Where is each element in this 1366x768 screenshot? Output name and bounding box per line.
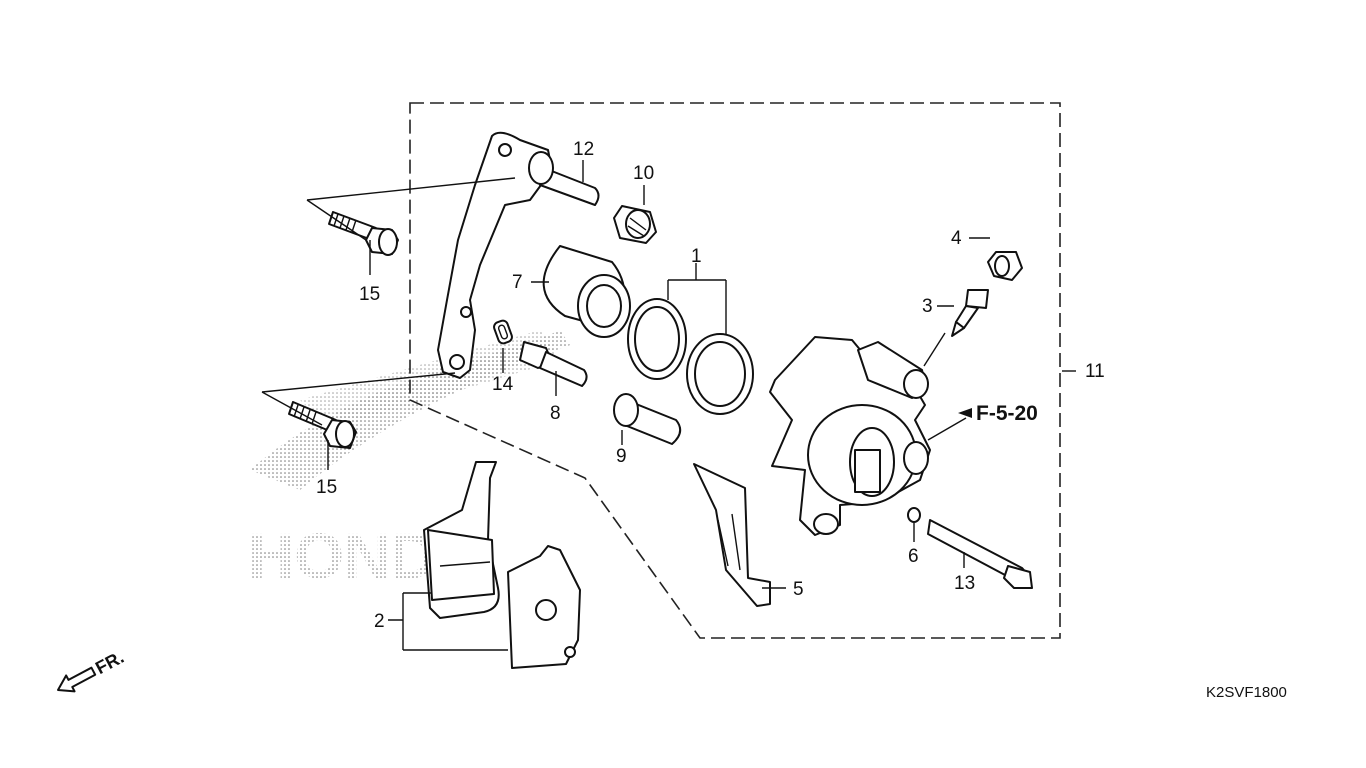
- leader-lines: [261, 160, 1076, 651]
- callouts: 12 10 1 7 15 14 8 9 15 4 3 11 F-5-20 6 1…: [316, 139, 1105, 632]
- seals-1: [627, 298, 754, 415]
- callout-6: 6: [908, 546, 919, 567]
- assembly-boundary: [409, 102, 1061, 639]
- bolt-15-lower: [288, 401, 357, 449]
- clip-14: [493, 319, 513, 345]
- watermark: HONDA: [248, 330, 570, 592]
- callout-4: 4: [951, 228, 962, 249]
- callout-13: 13: [954, 573, 975, 594]
- callout-9: 9: [616, 446, 627, 467]
- brake-pads-2: [423, 461, 581, 669]
- callout-11: 11: [1085, 361, 1105, 382]
- callout-15-upper: 15: [359, 284, 380, 305]
- washer-6: [907, 507, 921, 523]
- pin-8: [519, 341, 588, 387]
- reference-arrow: [958, 408, 972, 418]
- front-direction-label: FR.: [92, 647, 127, 678]
- bleeder-valve-3: [951, 289, 989, 337]
- pin-13: [927, 519, 1033, 589]
- callout-5: 5: [793, 579, 804, 600]
- bleeder-cap-4: [987, 251, 1023, 281]
- callout-1: 1: [691, 246, 702, 267]
- bolt-15-upper: [328, 211, 399, 256]
- diagram-code: K2SVF1800: [1206, 684, 1287, 701]
- piston-7: [542, 245, 631, 338]
- callout-3: 3: [922, 296, 933, 317]
- front-direction-arrow: FR.: [57, 647, 127, 693]
- callout-7: 7: [512, 272, 523, 293]
- cap-10: [613, 205, 657, 244]
- reference-label: F-5-20: [976, 402, 1038, 425]
- pad-spring-5: [693, 463, 771, 607]
- callout-14: 14: [492, 374, 514, 395]
- pin-12: [528, 151, 600, 206]
- callout-10: 10: [633, 163, 654, 184]
- callout-2: 2: [374, 611, 385, 632]
- callout-8: 8: [550, 403, 561, 424]
- pin-9: [613, 393, 682, 445]
- caliper-body-11: [769, 336, 931, 536]
- callout-15-lower: 15: [316, 477, 337, 498]
- callout-12: 12: [573, 139, 594, 160]
